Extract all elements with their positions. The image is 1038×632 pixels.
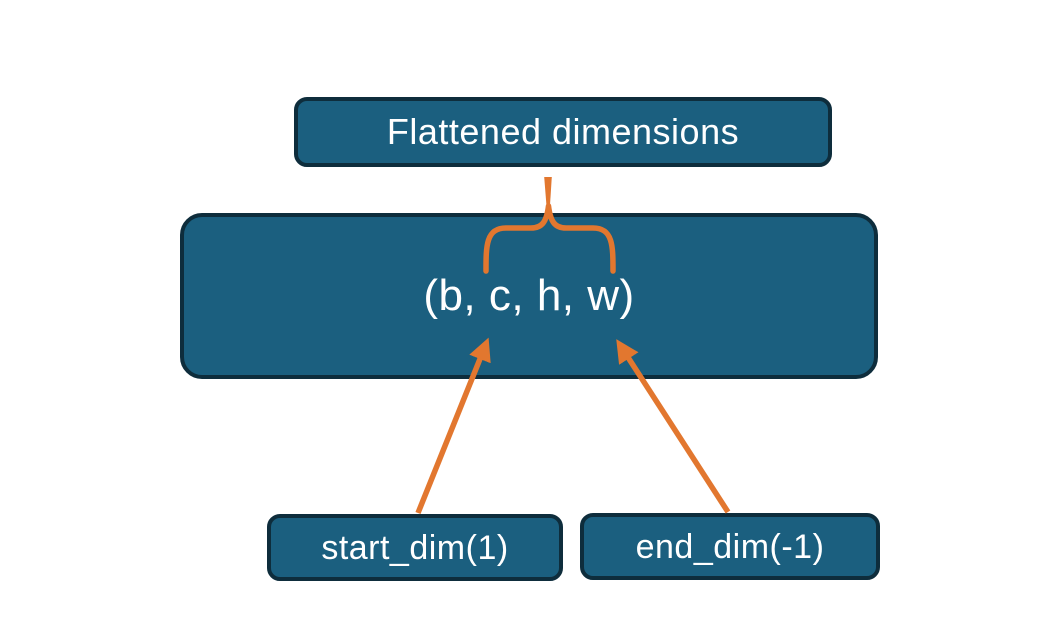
end-dim-box: end_dim(-1) <box>580 513 880 580</box>
flattened-dimensions-label: Flattened dimensions <box>386 111 740 152</box>
tensor-shape-box: (b, c, h, w) <box>180 213 878 379</box>
brace-stem <box>544 177 552 216</box>
end-dim-label: end_dim(-1) <box>635 527 825 566</box>
start-dim-box: start_dim(1) <box>267 514 563 581</box>
start-dim-label: start_dim(1) <box>321 528 509 567</box>
tensor-shape-label: (b, c, h, w) <box>423 271 635 320</box>
flattened-dimensions-box: Flattened dimensions <box>294 97 832 167</box>
